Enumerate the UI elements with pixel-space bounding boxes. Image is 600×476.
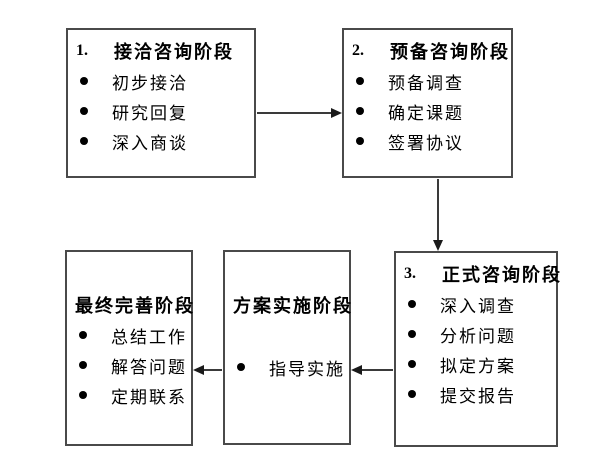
stage-number: 2. bbox=[352, 42, 364, 59]
bullet-icon bbox=[80, 107, 88, 115]
list-item-label: 初步接洽 bbox=[112, 73, 188, 93]
stage-number: 1. bbox=[76, 42, 88, 59]
stage-number: 3. bbox=[404, 265, 416, 282]
arrow-box2-to-box3 bbox=[433, 179, 443, 251]
list-item: 定期联系 bbox=[67, 380, 191, 410]
stage-box-preparation: 2. 预备咨询阶段 预备调查 确定课题 签署协议 bbox=[342, 28, 513, 178]
list-item: 初步接洽 bbox=[68, 66, 254, 96]
stage-title-row: 3. 正式咨询阶段 bbox=[396, 259, 560, 289]
list-item-label: 分析问题 bbox=[440, 326, 516, 346]
stage-box-implementation: 方案实施阶段 指导实施 bbox=[223, 250, 351, 445]
bullet-icon bbox=[356, 107, 364, 115]
list-item-label: 深入商谈 bbox=[112, 133, 188, 153]
bullet-icon bbox=[79, 361, 87, 369]
stage-box-final-improvement: 最终完善阶段 总结工作 解答问题 定期联系 bbox=[65, 250, 193, 446]
bullet-icon bbox=[356, 77, 364, 85]
list-item: 确定课题 bbox=[344, 96, 511, 126]
list-item: 分析问题 bbox=[396, 319, 556, 349]
list-item: 提交报告 bbox=[396, 379, 556, 409]
list-item-label: 提交报告 bbox=[440, 386, 516, 406]
arrow-box1-to-box2 bbox=[257, 108, 342, 118]
bullet-icon bbox=[79, 331, 87, 339]
list-item-label: 预备调查 bbox=[388, 73, 464, 93]
stage-title-row: 方案实施阶段 bbox=[225, 290, 351, 320]
arrow-box3-to-box4 bbox=[351, 365, 393, 375]
stage-title-row: 最终完善阶段 bbox=[67, 290, 193, 320]
list-item-label: 解答问题 bbox=[111, 357, 187, 377]
list-item-label: 指导实施 bbox=[269, 359, 345, 379]
list-item: 预备调查 bbox=[344, 66, 511, 96]
bullet-icon bbox=[237, 363, 245, 371]
bullet-icon bbox=[80, 137, 88, 145]
list-item: 解答问题 bbox=[67, 350, 191, 380]
list-item: 研究回复 bbox=[68, 96, 254, 126]
arrow-box4-to-box5 bbox=[193, 365, 222, 375]
stage-title: 方案实施阶段 bbox=[233, 296, 353, 316]
stage-box-formal-consulting: 3. 正式咨询阶段 深入调查 分析问题 拟定方案 提交报告 bbox=[394, 251, 560, 447]
stage-title-row: 2. 预备咨询阶段 bbox=[344, 36, 511, 66]
list-item-label: 总结工作 bbox=[111, 327, 187, 347]
stage-title-row: 1. 接洽咨询阶段 bbox=[68, 36, 254, 66]
list-item-label: 定期联系 bbox=[111, 387, 187, 407]
list-item: 指导实施 bbox=[225, 352, 349, 382]
list-item-label: 确定课题 bbox=[388, 103, 464, 123]
bullet-icon bbox=[80, 77, 88, 85]
bullet-icon bbox=[79, 391, 87, 399]
list-item-label: 拟定方案 bbox=[440, 356, 516, 376]
bullet-icon bbox=[408, 390, 416, 398]
stage-box-initial-contact: 1. 接洽咨询阶段 初步接洽 研究回复 深入商谈 bbox=[66, 28, 256, 178]
list-item-label: 深入调查 bbox=[440, 296, 516, 316]
stage-title: 正式咨询阶段 bbox=[442, 265, 562, 285]
bullet-icon bbox=[408, 360, 416, 368]
list-item: 总结工作 bbox=[67, 320, 191, 350]
bullet-icon bbox=[356, 137, 364, 145]
stage-title: 接洽咨询阶段 bbox=[114, 42, 234, 62]
list-item-label: 研究回复 bbox=[112, 103, 188, 123]
list-item-label: 签署协议 bbox=[388, 133, 464, 153]
list-item: 深入商谈 bbox=[68, 126, 254, 156]
stage-title: 预备咨询阶段 bbox=[390, 42, 510, 62]
bullet-icon bbox=[408, 300, 416, 308]
list-item: 签署协议 bbox=[344, 126, 511, 156]
list-item: 拟定方案 bbox=[396, 349, 556, 379]
list-item: 深入调查 bbox=[396, 289, 556, 319]
stage-title: 最终完善阶段 bbox=[75, 296, 195, 316]
bullet-icon bbox=[408, 330, 416, 338]
